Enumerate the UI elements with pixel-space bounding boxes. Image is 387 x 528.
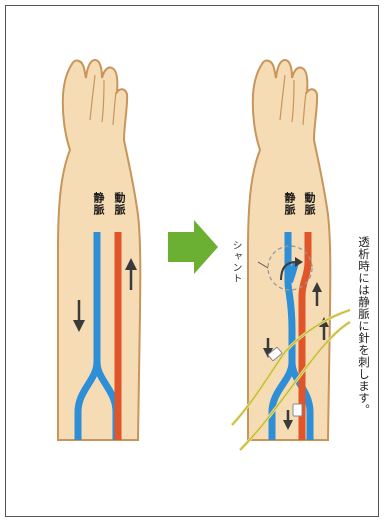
transition-arrow-icon (168, 220, 218, 274)
left-arm (58, 60, 140, 440)
right-artery-label: 動脈 (301, 192, 317, 216)
right-vein-label: 静脈 (281, 192, 297, 216)
left-artery-label: 動脈 (111, 192, 127, 216)
right-arm (232, 60, 350, 450)
shunt-label: シャント (228, 240, 243, 284)
caption: 透析時には静脈に針を刺します。 (356, 236, 372, 416)
left-vein-label: 静脈 (90, 192, 106, 216)
